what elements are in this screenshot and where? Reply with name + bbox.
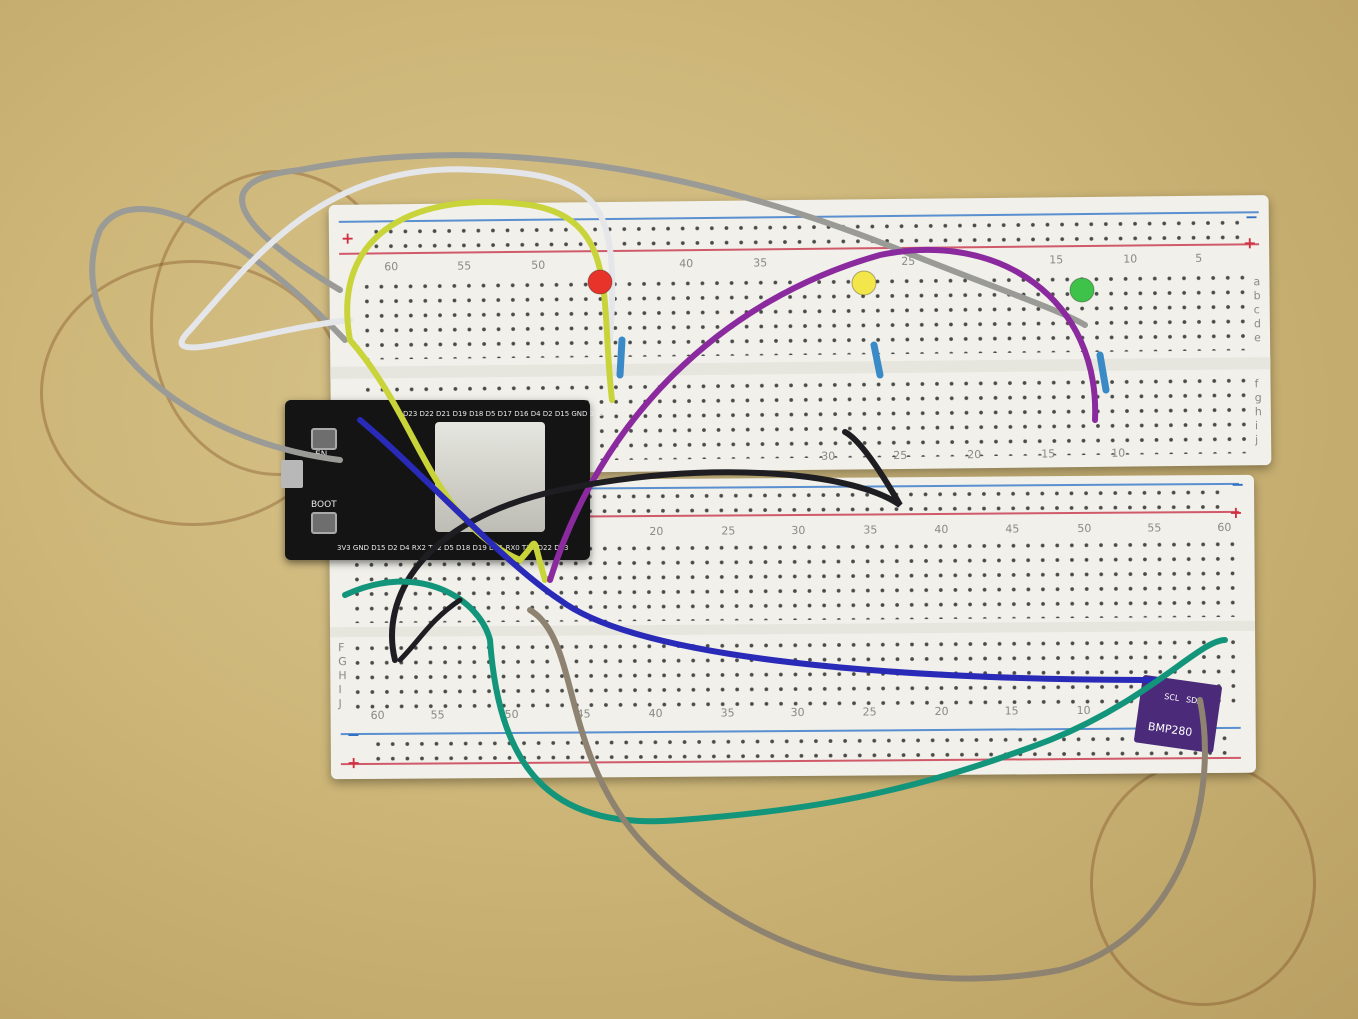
boot-button: [311, 512, 337, 534]
yellow-green-wire: [344, 199, 615, 403]
gray-wire: [239, 152, 1088, 328]
blue-wire: [357, 417, 1163, 683]
black-wire: [397, 597, 463, 663]
purple-wire: [547, 247, 1099, 583]
red-led: [587, 269, 613, 295]
boot-button-label: BOOT: [311, 500, 337, 510]
brown-gray-wire: [527, 607, 1208, 982]
pin-labels-top: D23 D22 D21 D19 D18 D5 D17 D16 D4 D2 D15…: [403, 410, 604, 418]
white-wire: [178, 166, 616, 351]
yellow-led: [851, 270, 877, 296]
en-button: [311, 428, 337, 450]
green-wire: [342, 578, 1228, 825]
usb-port: [281, 460, 303, 488]
black-wire: [389, 429, 903, 663]
resistor: [870, 341, 884, 379]
gray-wire: [89, 206, 348, 463]
yellow-green-wire: [347, 337, 548, 583]
pin-labels-bottom: 3V3 GND D15 D2 D4 RX2 TX2 D5 D18 D19 D21…: [337, 544, 569, 552]
resistor: [1096, 351, 1110, 394]
green-led: [1069, 277, 1095, 303]
resistor: [616, 336, 626, 379]
